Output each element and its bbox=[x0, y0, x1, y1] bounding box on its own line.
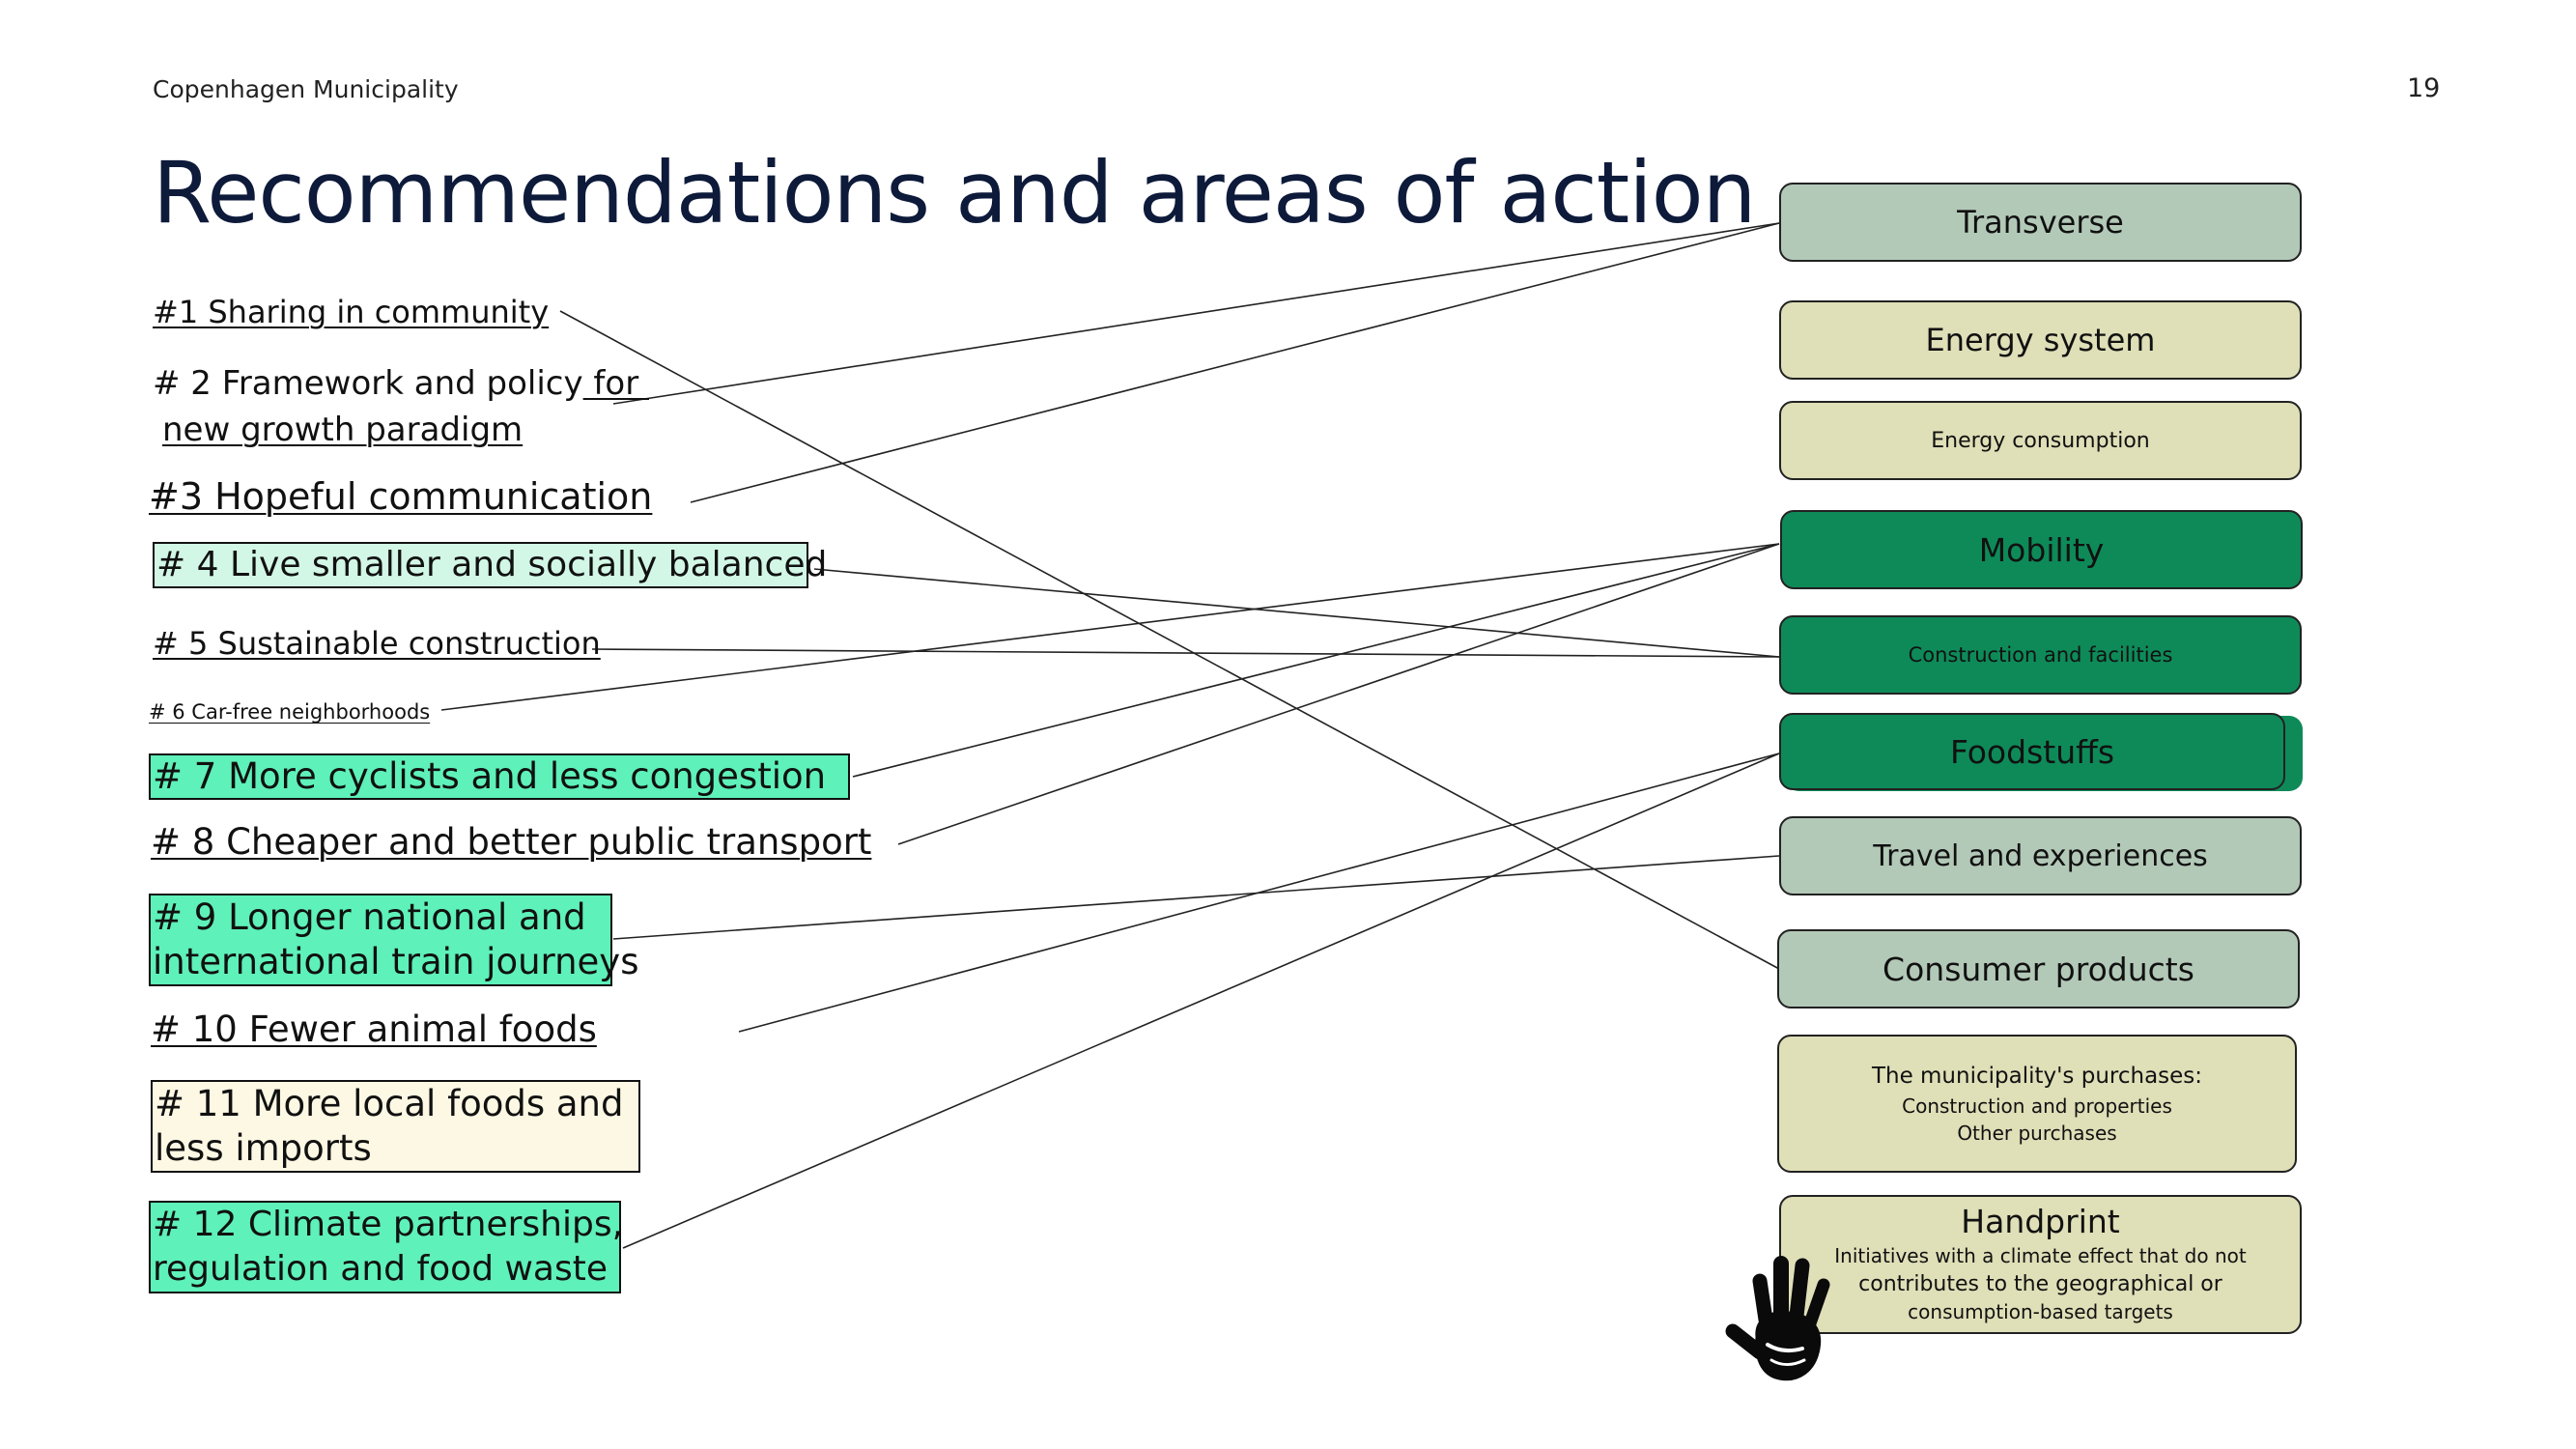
recommendation-1: #1 Sharing in community bbox=[153, 294, 550, 330]
recommendation-10: # 10 Fewer animal foods bbox=[151, 1009, 597, 1050]
area-travel: Travel and experiences bbox=[1779, 816, 2302, 895]
area-energy-system: Energy system bbox=[1779, 300, 2302, 380]
connector-r5-construction bbox=[591, 648, 1780, 658]
recommendation-2-line2: new growth paradigm bbox=[162, 411, 524, 449]
page-title: Recommendations and areas of action bbox=[153, 143, 1756, 242]
handprint-line-2: contributes to the geographical or bbox=[1858, 1272, 2222, 1296]
area-consumer-products-label: Consumer products bbox=[1882, 950, 2194, 988]
recommendation-12: # 12 Climate partnerships, regulation an… bbox=[149, 1201, 624, 1293]
handprint-line-1: Initiatives with a climate effect that d… bbox=[1834, 1244, 2247, 1267]
page-number: 19 bbox=[2407, 73, 2441, 103]
connector-r2-transverse bbox=[612, 222, 1780, 405]
recommendation-2: # 2 Framework and policy for new growth … bbox=[153, 360, 649, 453]
connector-r4-construction bbox=[813, 568, 1780, 658]
organization-name: Copenhagen Municipality bbox=[153, 75, 459, 103]
recommendation-9: # 9 Longer national and international tr… bbox=[149, 894, 638, 986]
purchases-line-2: Other purchases bbox=[1957, 1121, 2117, 1145]
area-energy-system-label: Energy system bbox=[1925, 322, 2156, 358]
purchases-line-1: Construction and properties bbox=[1902, 1094, 2172, 1118]
area-municipality-purchases: The municipality's purchases: Constructi… bbox=[1777, 1035, 2297, 1173]
area-consumer-products: Consumer products bbox=[1777, 929, 2300, 1009]
recommendation-11-line1: # 11 More local foods and bbox=[155, 1083, 624, 1124]
connector-r6-mobility bbox=[440, 543, 1780, 711]
area-construction: Construction and facilities bbox=[1779, 615, 2302, 695]
recommendation-12-line1: # 12 Climate partnerships, bbox=[153, 1205, 624, 1244]
area-foodstuffs: Foodstuffs bbox=[1779, 713, 2285, 790]
area-foodstuffs-label: Foodstuffs bbox=[1949, 732, 2115, 771]
area-transverse-label: Transverse bbox=[1957, 204, 2124, 241]
area-construction-label: Construction and facilities bbox=[1908, 643, 2173, 667]
area-energy-consumption: Energy consumption bbox=[1779, 401, 2302, 480]
connector-r8-mobility bbox=[897, 543, 1780, 845]
area-mobility: Mobility bbox=[1780, 510, 2303, 589]
recommendation-9-line2: international train journeys bbox=[153, 941, 639, 982]
area-energy-consumption-label: Energy consumption bbox=[1931, 428, 2150, 453]
purchases-title: The municipality's purchases: bbox=[1871, 1063, 2203, 1089]
handprint-icon bbox=[1725, 1256, 1830, 1381]
recommendation-4: # 4 Live smaller and socially balanced bbox=[153, 542, 827, 588]
recommendation-3: #3 Hopeful communication bbox=[149, 475, 653, 518]
connector-r7-mobility bbox=[852, 543, 1780, 778]
connector-r12-foodstuffs bbox=[622, 753, 1780, 1249]
area-transverse: Transverse bbox=[1779, 183, 2302, 262]
recommendation-11-line2: less imports bbox=[155, 1127, 372, 1169]
connector-r1-consumer bbox=[559, 310, 1780, 970]
recommendation-9-line1: # 9 Longer national and bbox=[153, 896, 586, 938]
recommendation-6: # 6 Car-free neighborhoods bbox=[149, 700, 431, 724]
recommendation-12-line2: regulation and food waste bbox=[153, 1249, 609, 1289]
area-travel-label: Travel and experiences bbox=[1873, 838, 2208, 873]
area-mobility-label: Mobility bbox=[1978, 530, 2105, 569]
recommendation-7: # 7 More cyclists and less congestion bbox=[149, 753, 850, 800]
connector-r9-travel bbox=[612, 855, 1780, 940]
handprint-title: Handprint bbox=[1961, 1203, 2120, 1240]
area-handprint: Handprint Initiatives with a climate eff… bbox=[1779, 1195, 2302, 1334]
connector-r10-foodstuffs bbox=[738, 753, 1780, 1033]
handprint-line-3: consumption-based targets bbox=[1908, 1300, 2173, 1323]
recommendation-11: # 11 More local foods and less imports bbox=[151, 1080, 640, 1173]
recommendation-8: # 8 Cheaper and better public transport bbox=[151, 821, 872, 863]
connector-r3-transverse bbox=[690, 222, 1780, 503]
recommendation-5: # 5 Sustainable construction bbox=[153, 625, 601, 662]
recommendation-2-for: for bbox=[582, 364, 649, 403]
recommendation-2-text: # 2 Framework and policy bbox=[153, 364, 583, 403]
